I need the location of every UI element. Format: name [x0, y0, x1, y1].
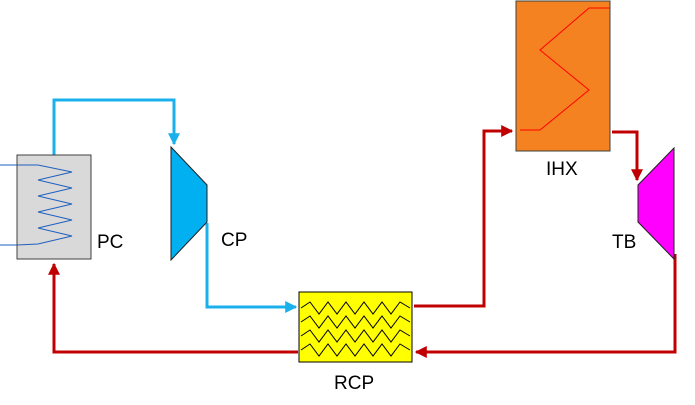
recuperator: [298, 291, 413, 363]
pipe-cp-to-rcp: [205, 223, 298, 313]
recuperator-label: RCP: [334, 373, 374, 394]
pipe-tb-to-rcp: [414, 254, 677, 358]
precooler-body: [16, 154, 92, 260]
pipe-rcp-to-pc: [48, 262, 298, 354]
turbine-label: TB: [612, 232, 636, 253]
pipe-pc-to-cp: [52, 98, 180, 158]
intermediate-heat-exchanger: [515, 0, 611, 152]
ihx-body: [515, 0, 611, 152]
recuperator-coil-3: [300, 329, 411, 343]
recuperator-coil-1: [300, 301, 411, 315]
precooler: [0, 154, 92, 260]
pipe-ihx-to-tb: [612, 130, 643, 182]
recuperator-coil-4: [300, 343, 411, 357]
recuperator-coil-2: [300, 315, 411, 329]
turbine: [637, 146, 675, 261]
compressor: [170, 145, 208, 262]
compressor-label: CP: [221, 230, 247, 251]
ihx-coil: [520, 7, 610, 131]
pipe-rcp-to-ihx: [414, 125, 514, 308]
precooler-label: PC: [97, 232, 123, 253]
precooler-coil: [16, 164, 73, 246]
ihx-label: IHX: [546, 159, 578, 180]
